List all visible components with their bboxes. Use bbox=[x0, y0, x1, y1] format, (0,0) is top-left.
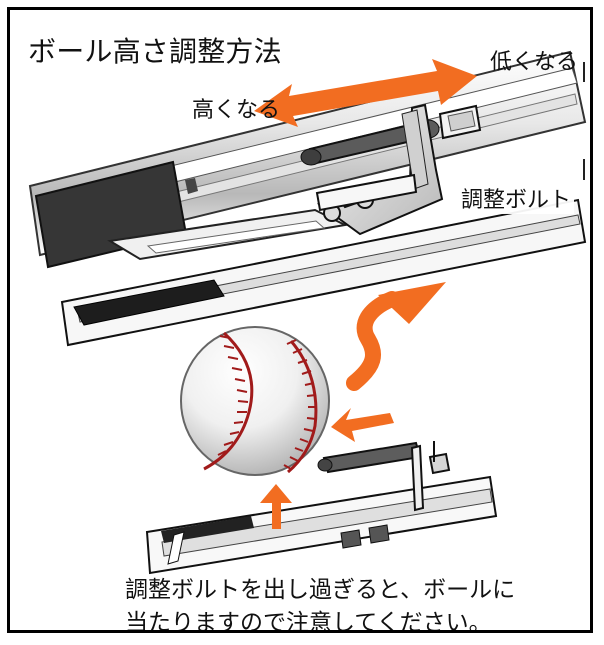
baseball-icon bbox=[180, 326, 330, 476]
ball-right-stitches bbox=[283, 339, 317, 470]
detail-rail-groove bbox=[161, 488, 493, 557]
warning-line-1: 調整ボルトを出し過ぎると、ボールに bbox=[125, 577, 516, 603]
upper-rail-pin bbox=[185, 178, 198, 194]
diagram-title: ボール高さ調整方法 bbox=[28, 35, 282, 68]
ball-height-adjustment-illustration bbox=[28, 50, 587, 575]
adjust-bracket-side bbox=[401, 109, 429, 190]
ball-left-stitches bbox=[210, 335, 249, 465]
slot-opening bbox=[146, 220, 326, 254]
curved-arrow-icon bbox=[346, 291, 400, 391]
adjust-bolt-label: 調整ボルト bbox=[458, 182, 575, 214]
detail-adjust-bolt bbox=[322, 441, 422, 474]
detail-rail-rubber bbox=[161, 516, 254, 543]
left-arrow-icon bbox=[331, 408, 394, 442]
detail-bolt-tip bbox=[317, 458, 333, 472]
up-arrow-icon bbox=[260, 484, 292, 529]
detail-rail-end bbox=[167, 531, 185, 565]
diagram-frame: ボール高さ調整方法 低くなる 高くなる 調整ボルト 調整ボルトを出し過ぎると、ボ… bbox=[7, 7, 593, 633]
lower-label: 低くなる bbox=[490, 50, 579, 75]
bolt-nut-face bbox=[447, 110, 476, 132]
upper-mechanism bbox=[28, 50, 587, 347]
detail-nut-left bbox=[340, 529, 362, 549]
detail-nut-right bbox=[368, 524, 390, 544]
lower-rail-rubber bbox=[73, 279, 225, 326]
detail-bracket-post bbox=[410, 444, 425, 512]
higher-label: 高くなる bbox=[192, 98, 281, 123]
adjust-bolt-tip bbox=[300, 148, 322, 166]
lower-detail bbox=[145, 282, 498, 575]
curved-arrow-head bbox=[378, 282, 446, 324]
bracket-base bbox=[315, 173, 418, 212]
warning-line-2: 当たりますので注意してください。 bbox=[125, 610, 492, 633]
detail-bolt-nut bbox=[428, 452, 451, 475]
ball-left-seam bbox=[203, 331, 254, 471]
warning-text: 調整ボルトを出し過ぎると、ボールに 当たりますので注意してください。 bbox=[125, 574, 545, 633]
double-arrow-icon bbox=[254, 59, 477, 127]
